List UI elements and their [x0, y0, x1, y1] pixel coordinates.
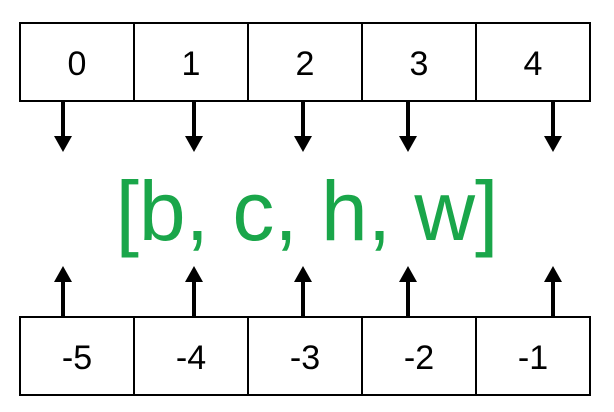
- negative-index-label: -1: [518, 339, 548, 377]
- negative-index-label: -2: [404, 339, 434, 377]
- negative-index-label: -4: [176, 339, 206, 377]
- positive-index-label: 1: [182, 45, 201, 83]
- negative-index-label: -3: [290, 339, 320, 377]
- negative-index-row: -5 -4 -3 -2 -1: [19, 316, 591, 396]
- positive-index-label: 3: [410, 45, 429, 83]
- down-arrow-icon: [294, 101, 312, 152]
- positive-index-label: 2: [296, 45, 315, 83]
- list-literal: [b, c, h, w]: [116, 164, 499, 258]
- positive-index-label: 4: [524, 45, 543, 83]
- down-arrow-icon: [399, 101, 417, 152]
- up-arrows: [54, 266, 562, 317]
- down-arrows: [54, 101, 562, 152]
- positive-index-label: 0: [68, 45, 87, 83]
- up-arrow-icon: [544, 266, 562, 317]
- down-arrow-icon: [54, 101, 72, 152]
- up-arrow-icon: [54, 266, 72, 317]
- up-arrow-icon: [185, 266, 203, 317]
- up-arrow-icon: [294, 266, 312, 317]
- neg-index-box-1: [475, 316, 591, 396]
- up-arrow-icon: [399, 266, 417, 317]
- negative-index-label: -5: [62, 339, 92, 377]
- down-arrow-icon: [544, 101, 562, 152]
- down-arrow-icon: [185, 101, 203, 152]
- index-box-4: [475, 22, 591, 102]
- positive-index-row: 0 1 2 3 4: [19, 22, 591, 102]
